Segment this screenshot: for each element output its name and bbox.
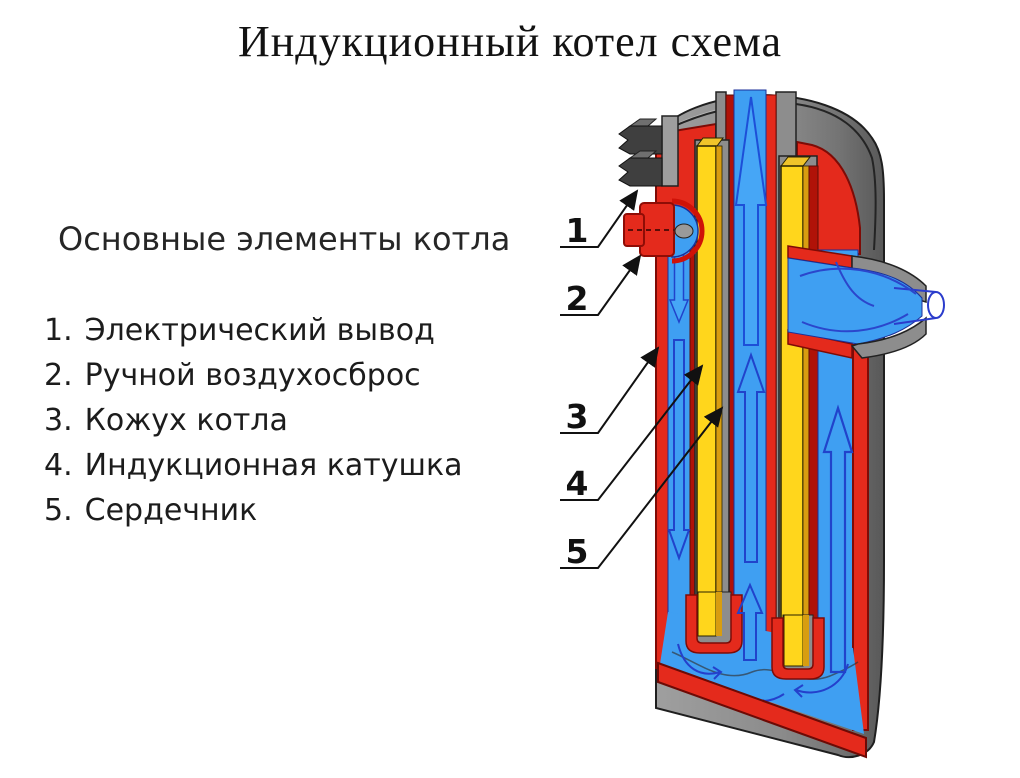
flow-arrow-up-center-bottom [736, 582, 764, 661]
outlet-horn-bottom [850, 316, 927, 359]
legend-item: 3. Кожух котла [44, 398, 510, 443]
callout-5-leader [560, 406, 724, 569]
outlet-extension-top-line [893, 287, 937, 293]
legend: Основные элементы котла 1. Электрический… [44, 220, 510, 533]
legend-item-number: 4. [44, 448, 73, 483]
legend-item: 2. Ручной воздухосброс [44, 353, 510, 398]
callout-5-label: 5 [566, 532, 589, 571]
legend-item-label: Сердечник [84, 493, 258, 528]
flow-arrow-up-riser [734, 96, 768, 346]
callout-4-label: 4 [566, 464, 589, 503]
air-vent-fitting [623, 198, 705, 264]
streamline-right-chevron [793, 684, 804, 698]
outlet-extension-mouth [927, 291, 945, 319]
coil-right-body [780, 165, 804, 667]
outlet-extension-bottom-line [893, 317, 937, 325]
legend-item-number: 2. [44, 358, 73, 393]
boiler-diagram: 1 2 3 4 5 [560, 89, 945, 759]
pocket-right-coil-bevel [803, 615, 809, 666]
legend-item: 1. Электрический вывод [44, 308, 510, 353]
streamline-left-turn [677, 643, 721, 675]
pocket-right-red-u [771, 617, 825, 680]
legend-heading: Основные элементы котла [58, 220, 511, 258]
callout-3-label: 3 [566, 397, 589, 436]
casing-strip-right-inner [808, 165, 819, 669]
air-vent-nub [623, 213, 645, 247]
legend-item-label: Электрический вывод [84, 313, 435, 348]
legend-item: 4. Индукционная катушка [44, 443, 510, 488]
terminal-block-top-face [628, 118, 658, 127]
flow-arrow-down-left-long [667, 339, 691, 561]
side-outlet-pipe [787, 245, 945, 359]
outlet-streamline-top [799, 267, 917, 295]
outlet-pipe-extension [893, 287, 945, 325]
electrical-terminal [618, 115, 679, 187]
legend-item-label: Индукционная катушка [84, 448, 463, 483]
air-vent-red-ring [671, 198, 705, 264]
legend-item-number: 1. [44, 313, 73, 348]
flow-arrow-up-right [822, 404, 854, 674]
legend-item-number: 5. [44, 493, 73, 528]
legend-item-label: Ручной воздухосброс [84, 358, 421, 393]
induction-coil-left [694, 137, 730, 649]
legend-item: 5. Сердечник [44, 488, 510, 533]
coil-pocket-right [771, 614, 825, 680]
flow-arrows [667, 96, 854, 674]
terminal-block-lower [618, 157, 663, 187]
coil-left-bevel [715, 145, 723, 633]
pocket-left-coil-end [697, 591, 717, 637]
pocket-left-coil-bevel [716, 592, 722, 636]
coil-pocket-left [685, 591, 743, 654]
legend-list: 1. Электрический вывод 2. Ручной воздухо… [44, 308, 510, 533]
air-vent-pin [674, 223, 694, 239]
callout-2-label: 2 [566, 279, 589, 318]
callout-2-leader [560, 254, 642, 316]
coil-right-bevel [802, 165, 810, 667]
pocket-left-red-u [685, 594, 743, 654]
outlet-streamline-turn [835, 261, 875, 307]
casing-bottom [657, 661, 867, 759]
streamline-left-chevron [712, 666, 723, 680]
legend-item-number: 3. [44, 403, 73, 438]
callouts: 1 2 3 4 5 [560, 189, 724, 571]
pocket-right-coil-end [783, 614, 804, 667]
flow-arrow-up-center [736, 351, 766, 563]
page-title: Индукционный котел схема [237, 17, 783, 66]
shell-cap-edge-right [795, 103, 877, 251]
riser-lining-right [765, 94, 777, 653]
terminal-block-upper [618, 125, 663, 155]
legend-item-label: Кожух котла [84, 403, 288, 438]
terminal-plate [661, 115, 679, 187]
induction-coil-right [778, 155, 819, 685]
outlet-streamline-bottom [801, 313, 909, 333]
callout-1-leader [560, 189, 639, 248]
callout-3-leader [560, 346, 660, 434]
callout-1-label: 1 [566, 211, 589, 250]
callout-4-leader [560, 364, 704, 501]
